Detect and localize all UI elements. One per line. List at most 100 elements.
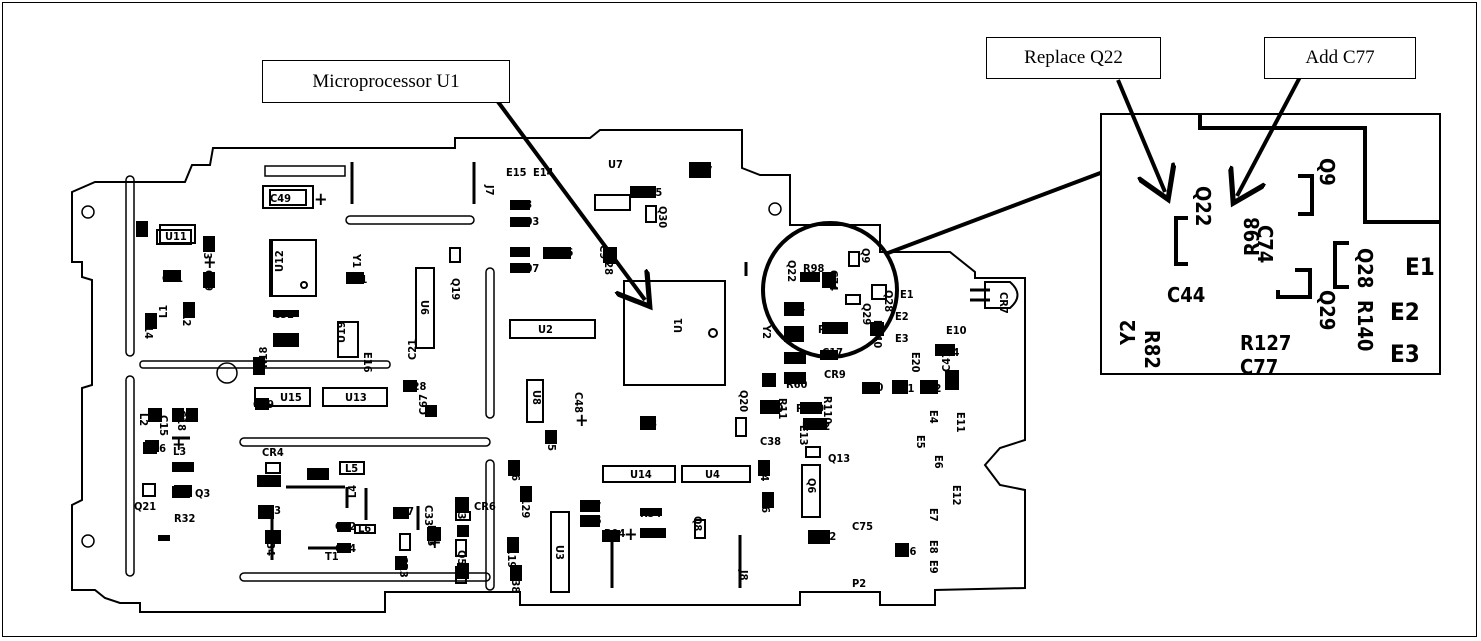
board-label: E4 bbox=[927, 410, 940, 424]
board-label: E5 bbox=[914, 435, 927, 449]
board-label: C2 bbox=[511, 245, 525, 258]
ic-packages bbox=[159, 185, 821, 593]
board-label: U12 bbox=[273, 250, 286, 272]
board-label: C36 bbox=[759, 492, 772, 513]
zoom-label: Q9 bbox=[1315, 158, 1339, 186]
traces bbox=[172, 262, 990, 560]
board-label: C52 bbox=[273, 308, 294, 321]
board-label: C47 bbox=[940, 351, 953, 372]
board-label: E15 bbox=[506, 166, 527, 179]
board-label: C49 bbox=[270, 192, 291, 205]
board-label: R103 bbox=[511, 215, 539, 228]
board-label: R13 bbox=[455, 498, 468, 520]
outlined-pads bbox=[142, 189, 887, 584]
board-label: C69 bbox=[202, 270, 215, 291]
zoom-label: R98 bbox=[1240, 217, 1264, 256]
board-label: Y1 bbox=[350, 253, 363, 268]
callout-microprocessor: Microprocessor U1 bbox=[262, 60, 510, 103]
arrow-to-u1 bbox=[485, 85, 645, 300]
board-label: E17 bbox=[692, 164, 713, 177]
arrow-to-c77 bbox=[1237, 76, 1302, 196]
board-label: U4 bbox=[705, 468, 720, 481]
zoom-label: E1 bbox=[1405, 253, 1435, 281]
board-label: E13 bbox=[797, 425, 810, 446]
board-label: L3 bbox=[173, 445, 186, 458]
board-label: E3 bbox=[895, 332, 909, 345]
board-label: Q30 bbox=[656, 206, 669, 228]
board-label: R18 bbox=[257, 346, 270, 368]
board-label: R57 bbox=[580, 500, 602, 513]
board-label: U13 bbox=[345, 391, 367, 404]
board-label: C28 bbox=[602, 254, 615, 275]
zoom-label: R127 bbox=[1240, 331, 1291, 355]
board-label: R107 bbox=[511, 262, 539, 275]
board-label: C67 bbox=[417, 394, 430, 415]
board-label: R28 bbox=[405, 380, 427, 393]
board-label: R102 bbox=[802, 420, 830, 433]
board-label: C19 bbox=[253, 398, 274, 411]
zoom-label: Q22 bbox=[1191, 186, 1215, 226]
zoom-label: C74 bbox=[1253, 225, 1277, 263]
board-label: E11 bbox=[954, 412, 967, 433]
board-label: C3 bbox=[643, 417, 657, 430]
board-label: R90 bbox=[762, 402, 784, 415]
svg-text:+: + bbox=[314, 189, 328, 210]
zoom-label: C77 bbox=[1240, 355, 1278, 379]
board-label: Q5 bbox=[455, 550, 468, 565]
board-label: C38 bbox=[760, 435, 781, 448]
board-label: U6 bbox=[418, 300, 431, 315]
board-label: R33 bbox=[425, 525, 438, 547]
svg-text:+: + bbox=[624, 524, 638, 545]
board-label: Q21 bbox=[134, 500, 156, 513]
zoom-inset: Q22 R98 C74 Q9 Q28 E1 C44 E2 Q29 R140 R1… bbox=[1100, 113, 1441, 379]
board-label: Q13 bbox=[828, 452, 850, 465]
board-label: C65 bbox=[545, 430, 558, 451]
board-label: C16 bbox=[145, 442, 166, 455]
callout-microprocessor-text: Microprocessor U1 bbox=[312, 70, 460, 92]
board-label: U19 bbox=[335, 321, 348, 343]
board-label: J8 bbox=[737, 569, 750, 581]
board-outline bbox=[71, 129, 1026, 613]
board-label: R74 bbox=[938, 346, 960, 359]
board-label: R70 bbox=[862, 381, 884, 394]
board-label: C23 bbox=[260, 504, 281, 517]
board-label: C24 bbox=[335, 542, 356, 555]
board-label: C14 bbox=[142, 318, 155, 339]
zoom-label: Q28 bbox=[1353, 248, 1377, 288]
board-label: U3 bbox=[553, 545, 566, 560]
board-label: E10 bbox=[946, 324, 967, 337]
board-label: E16 bbox=[361, 352, 374, 373]
board-label: R110 bbox=[821, 396, 834, 424]
board-label: C27 bbox=[393, 505, 414, 518]
board-label: R13 bbox=[201, 238, 214, 260]
board-labels: C49 J7 E15 E14 U7 E17 R135 Q30 C48 R103 … bbox=[134, 158, 1010, 593]
board-label: R129 bbox=[519, 490, 532, 518]
zoom-label: R140 bbox=[1353, 300, 1377, 351]
board-label: E2 bbox=[895, 310, 909, 323]
board-label: E7 bbox=[927, 508, 940, 522]
board-label: E12 bbox=[950, 485, 963, 506]
board-label: R98 bbox=[803, 262, 825, 275]
board-label: Q22 bbox=[785, 260, 798, 282]
board-label: Q19 bbox=[449, 278, 462, 300]
board-label: Q6 bbox=[805, 478, 818, 493]
board-label: R138 bbox=[509, 565, 522, 593]
zoom-circle bbox=[761, 221, 899, 359]
board-label: C21 bbox=[406, 339, 419, 360]
svg-text:+: + bbox=[428, 532, 442, 553]
board-label: E6 bbox=[932, 455, 945, 469]
callout-replace-q22-text: Replace Q22 bbox=[1024, 47, 1123, 68]
board-label: C56 bbox=[509, 460, 522, 481]
board-label: L4 bbox=[346, 485, 359, 498]
svg-text:+: + bbox=[172, 434, 186, 455]
board-label: Q3 bbox=[195, 487, 210, 500]
board-label: R135 bbox=[634, 186, 662, 199]
board-label: U8 bbox=[530, 390, 543, 405]
zoom-label: Q29 bbox=[1315, 290, 1339, 330]
board-label: U11 bbox=[165, 230, 187, 243]
board-label: R11 bbox=[776, 398, 789, 420]
board-label: R16 bbox=[895, 545, 917, 558]
svg-text:+: + bbox=[203, 252, 217, 273]
